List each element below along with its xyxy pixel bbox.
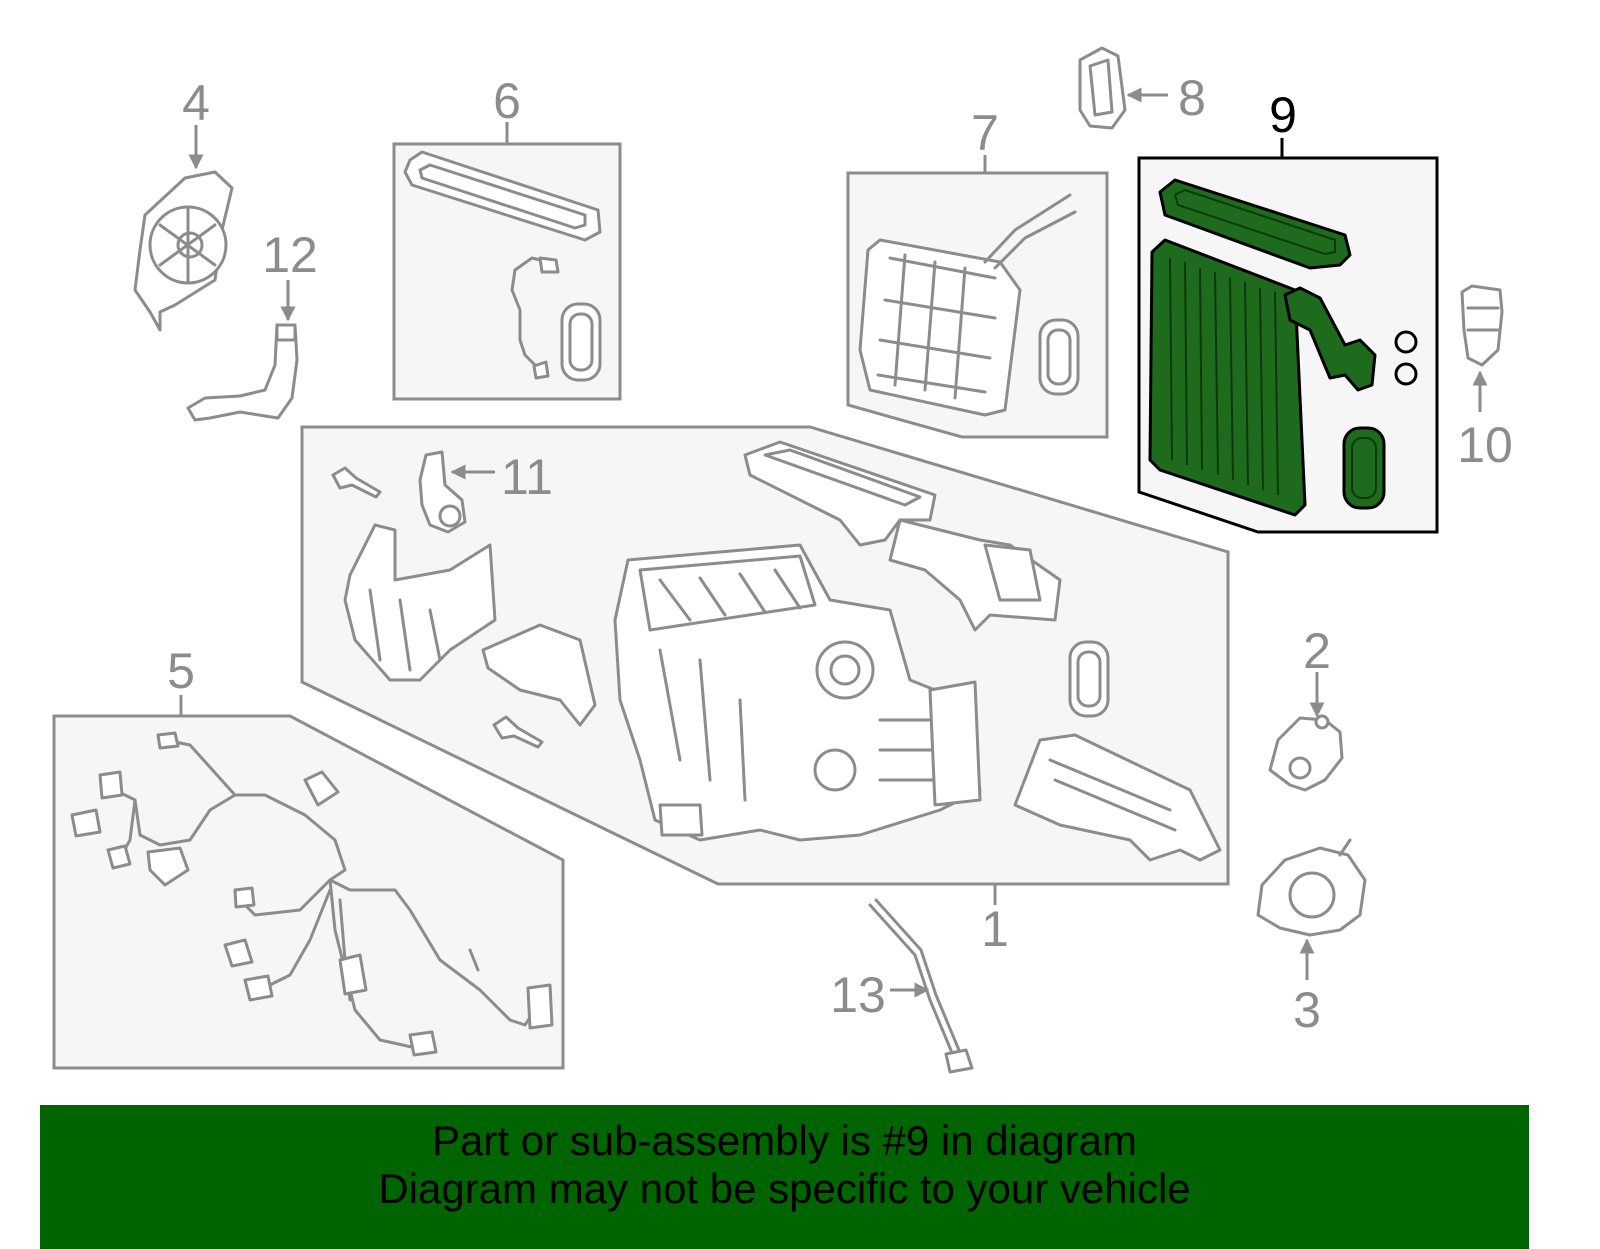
part-5-wire-harness[interactable] <box>52 714 565 1070</box>
part-4-blower[interactable] <box>133 170 234 332</box>
callout-10: 10 <box>1457 417 1513 473</box>
part-1-housing-assembly[interactable] <box>300 425 1230 886</box>
part-6-seal-kit[interactable] <box>392 142 622 401</box>
callout-12: 12 <box>262 227 318 283</box>
callout-2: 2 <box>1303 623 1331 679</box>
part-13-drain-tube[interactable] <box>868 898 974 1074</box>
callout-6: 6 <box>493 73 521 129</box>
callout-5: 5 <box>167 643 195 699</box>
callout-9: 9 <box>1269 87 1297 143</box>
part-12-hose[interactable] <box>186 323 299 422</box>
callout-4: 4 <box>182 75 210 131</box>
part-9-evaporator-core[interactable] <box>1137 156 1439 534</box>
callout-8: 8 <box>1178 70 1206 126</box>
info-banner: Part or sub-assembly is #9 in diagram Di… <box>40 1105 1529 1249</box>
callout-11: 11 <box>501 449 553 505</box>
callout-7: 7 <box>971 105 999 161</box>
leader-lines <box>179 87 1488 998</box>
banner-line-1: Part or sub-assembly is #9 in diagram <box>432 1117 1137 1164</box>
part-7-heater-core[interactable] <box>846 171 1109 439</box>
part-2-actuator[interactable] <box>1268 714 1344 792</box>
part-8-grommet[interactable] <box>1078 46 1127 130</box>
part-3-blower-motor[interactable] <box>1256 838 1367 937</box>
callout-3: 3 <box>1293 982 1321 1038</box>
callout-1: 1 <box>981 901 1009 957</box>
callout-13: 13 <box>830 967 886 1023</box>
banner-line-2: Diagram may not be specific to your vehi… <box>378 1165 1191 1212</box>
callout-labels: 1 2 3 4 5 6 7 8 9 10 11 12 13 <box>167 70 1513 1038</box>
part-10-connector[interactable] <box>1460 284 1504 367</box>
